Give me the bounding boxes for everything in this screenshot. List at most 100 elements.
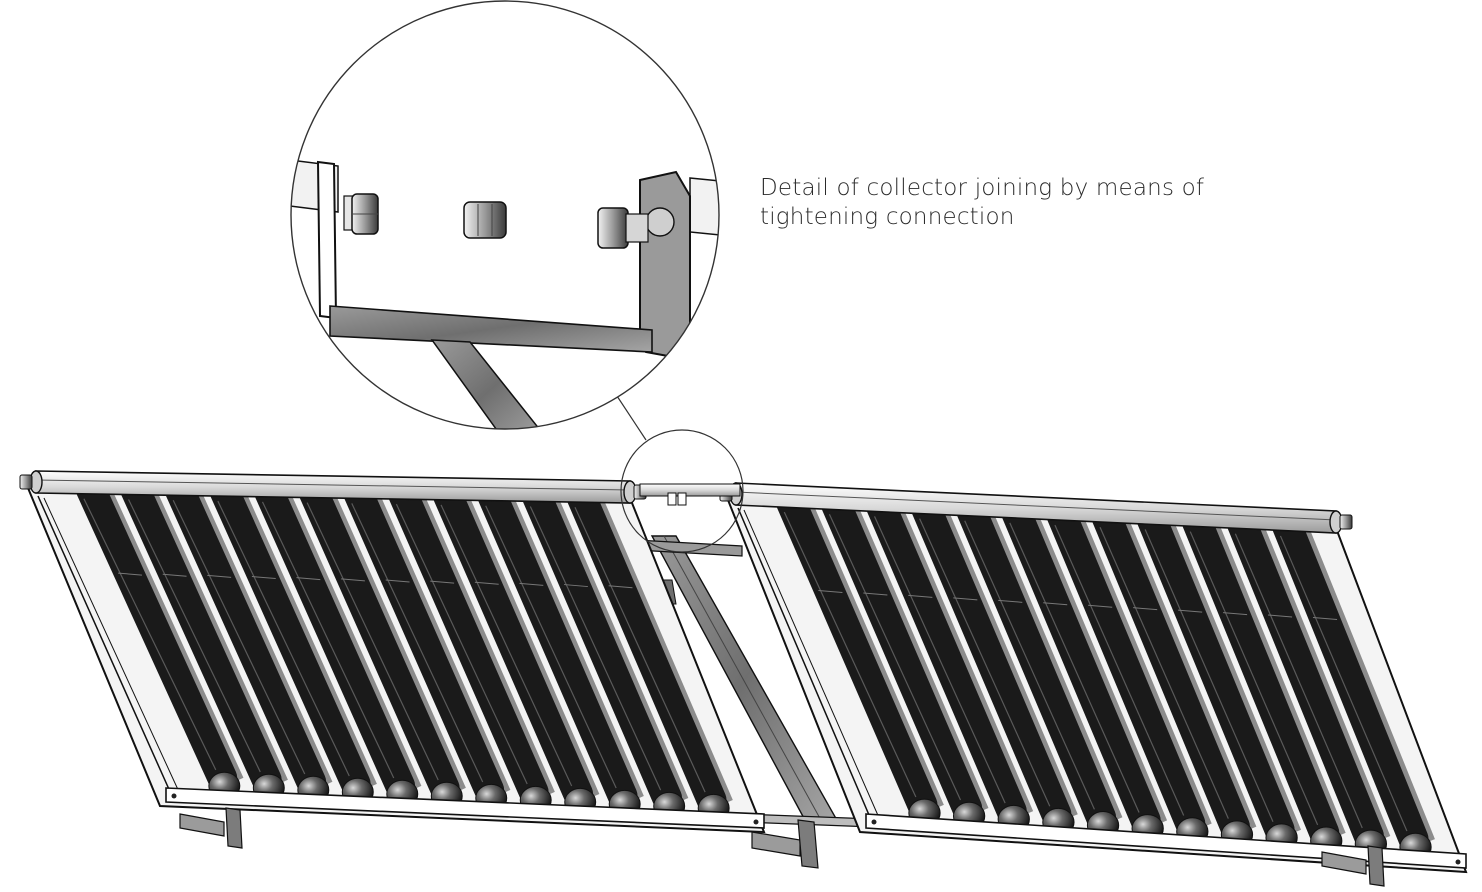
tube-clip	[818, 590, 843, 594]
tube-clip	[430, 580, 455, 584]
tube-clip	[1178, 609, 1203, 613]
tube-highlight	[351, 503, 484, 783]
detail-callout	[290, 0, 744, 553]
tube-clip	[1312, 616, 1338, 620]
vacuum-tube	[477, 480, 638, 811]
tube-highlight	[440, 504, 573, 787]
magnified-detail	[291, 1, 719, 429]
header-nut-right	[1339, 514, 1353, 530]
tube-highlight	[783, 511, 917, 798]
tube-clip	[341, 578, 365, 582]
tube-highlight	[873, 516, 1006, 804]
vacuum-tube	[1091, 502, 1250, 842]
right-nut	[597, 207, 629, 249]
support-foot	[751, 831, 801, 857]
tube-highlight	[1279, 535, 1408, 832]
tube-clip	[608, 585, 633, 589]
tube-highlight	[1054, 524, 1185, 816]
tube-highlight	[1144, 529, 1274, 822]
frame-side-rail-inner	[43, 497, 181, 795]
collector-right	[719, 482, 1468, 887]
tube-highlight	[919, 518, 1051, 807]
detail-header-right	[689, 177, 719, 237]
vacuum-tube	[1181, 506, 1340, 848]
tube-clip	[296, 577, 321, 581]
tube-clip	[162, 573, 187, 577]
coupling-union	[463, 201, 507, 239]
collector-left	[19, 470, 766, 849]
frame-side-rail	[37, 495, 173, 797]
tube-clip	[118, 572, 142, 576]
mounting-bracket	[1367, 845, 1385, 887]
tube-highlight	[217, 500, 350, 777]
rail-bolt	[871, 819, 877, 825]
tube-clip	[908, 594, 933, 598]
tube-highlight	[964, 520, 1095, 810]
mounting-foot	[179, 813, 225, 837]
tube-clip	[1088, 604, 1113, 608]
detail-crossbar	[329, 305, 653, 353]
vacuum-tube	[343, 478, 505, 805]
joint-coupling	[677, 492, 687, 506]
tube-clip	[1223, 612, 1248, 616]
tube-clip	[385, 579, 410, 583]
tube-clip	[953, 597, 978, 601]
tube-clip	[1267, 614, 1293, 618]
frame-side-rail-inner	[743, 509, 881, 821]
tube-clip	[1133, 607, 1158, 611]
joint-callout-circle	[620, 429, 744, 553]
left-end-plate	[316, 160, 338, 320]
tube-highlight	[172, 500, 306, 775]
vacuum-tube	[1046, 500, 1206, 839]
tube-highlight	[395, 503, 528, 785]
tube-clip	[564, 584, 588, 588]
bottom-rail	[165, 787, 765, 829]
tube-highlight	[128, 499, 261, 773]
vacuum-tube	[75, 473, 238, 793]
tube-clip	[251, 576, 276, 580]
vacuum-tube	[1272, 510, 1429, 855]
vacuum-tube	[254, 476, 416, 801]
vacuum-tube	[209, 476, 371, 799]
vacuum-tube	[956, 495, 1117, 833]
tube-highlight	[574, 507, 706, 793]
rail-bolt	[753, 819, 759, 825]
joint-header-stub	[639, 483, 741, 497]
right-pipe-stub	[625, 213, 649, 243]
tube-clip	[519, 582, 544, 586]
bottom-rail	[865, 813, 1467, 869]
detail-support	[430, 339, 550, 429]
tube-highlight	[306, 502, 439, 781]
tube-clip	[474, 581, 499, 585]
vacuum-tube	[775, 487, 938, 820]
vacuum-tube	[866, 491, 1027, 827]
vacuum-tube	[432, 480, 594, 809]
tube-highlight	[83, 498, 217, 771]
tube-highlight	[1099, 527, 1229, 819]
rail-bolt	[171, 793, 177, 799]
tube-clip	[1043, 602, 1068, 606]
vacuum-tube	[120, 474, 282, 795]
tube-clip	[998, 599, 1023, 603]
caption: Detail of collector joining by means of …	[760, 174, 1280, 232]
vacuum-tube	[388, 479, 549, 807]
header-seam	[735, 491, 1337, 521]
mounting-bracket	[225, 807, 243, 849]
tube-highlight	[485, 505, 617, 789]
vacuum-tube	[298, 477, 460, 803]
tube-clip	[207, 574, 232, 578]
tube-clip	[863, 592, 888, 596]
vacuum-tube	[1136, 504, 1295, 845]
tube-highlight	[261, 501, 395, 779]
rail-bolt	[1455, 859, 1461, 865]
tube-highlight	[828, 513, 962, 801]
vacuum-tube	[1001, 497, 1161, 836]
frame-side-rail	[737, 507, 873, 823]
tube-highlight	[529, 506, 662, 791]
support-beam-edge	[663, 535, 823, 823]
header-nut-left	[19, 474, 33, 490]
tube-highlight	[1189, 531, 1319, 826]
vacuum-tube	[820, 489, 983, 824]
